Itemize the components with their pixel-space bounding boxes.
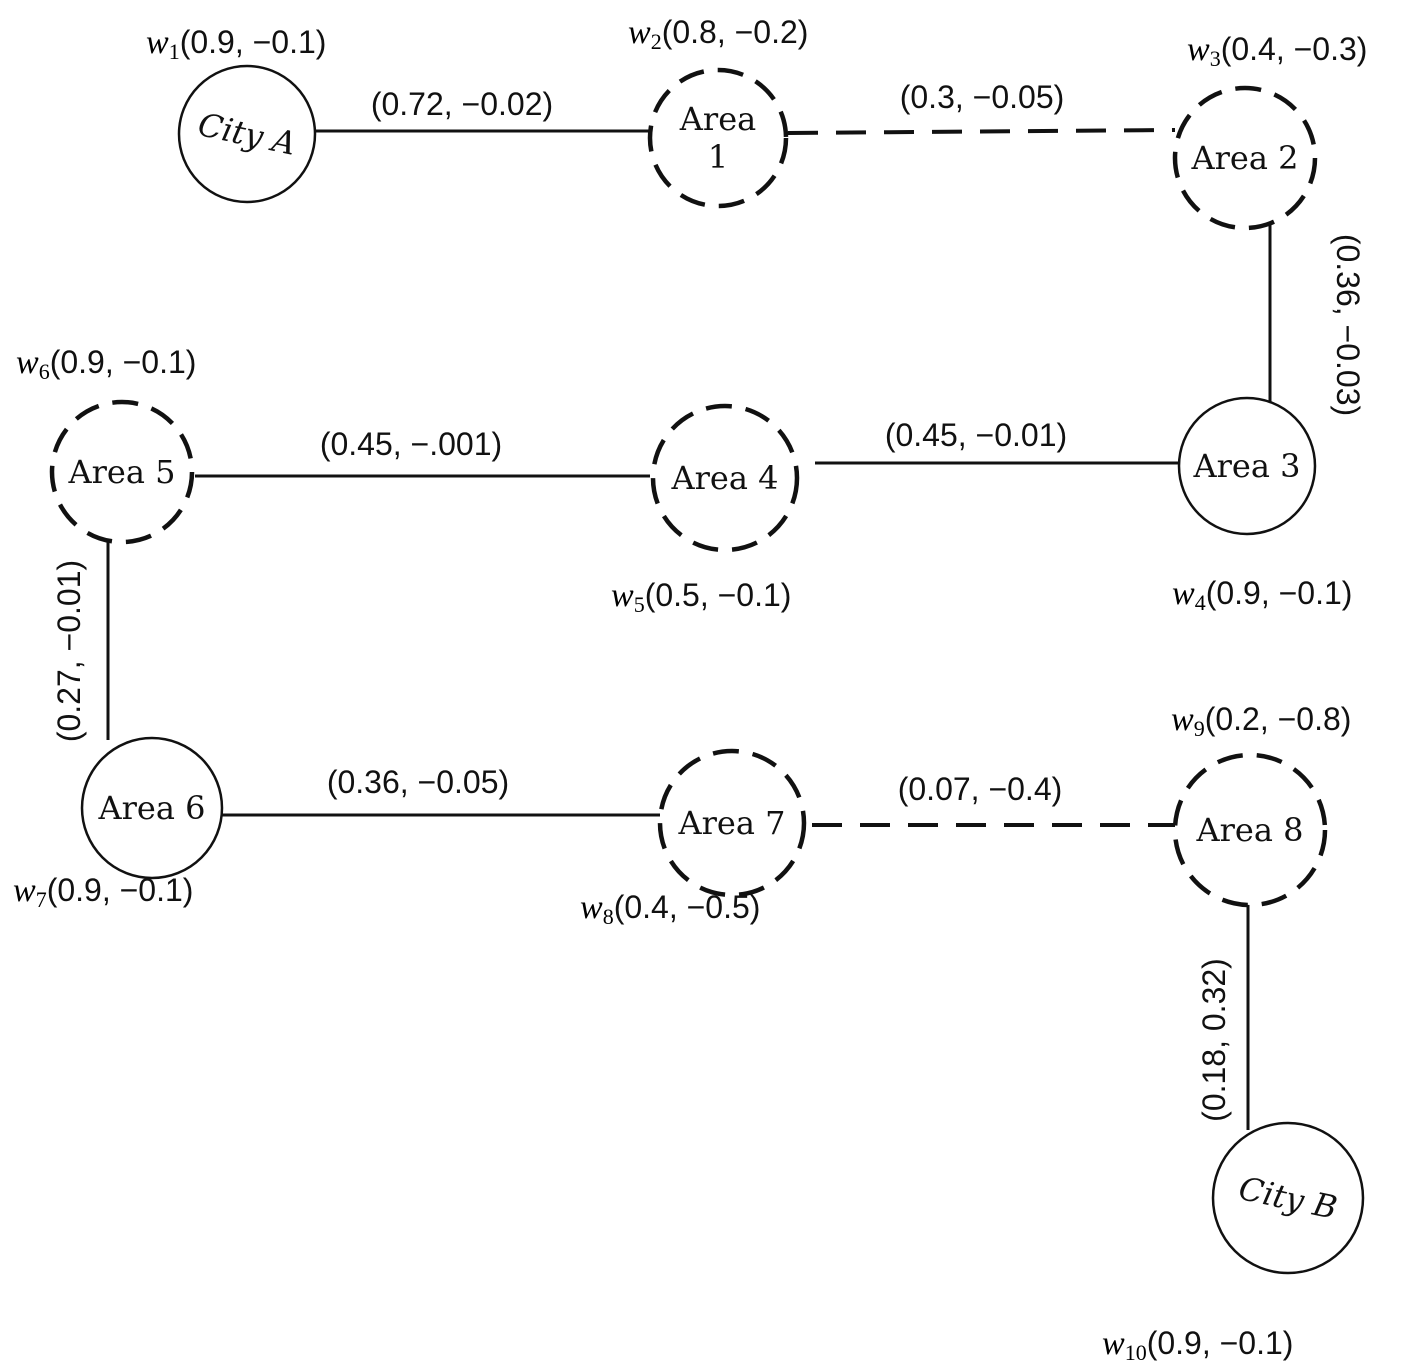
edge-labels-layer: (0.72, −0.02) (0.3, −0.05) (0.36, −0.03) (0… <box>51 79 1366 1122</box>
node-label: Area 6 <box>98 789 206 827</box>
weight-symbol: w <box>1172 575 1195 612</box>
edge-label: (0.72, −0.02) <box>371 86 553 122</box>
weight-value: (0.8, −0.2) <box>662 14 809 50</box>
node-area-7: Area 7 <box>657 748 807 898</box>
weight-index: 7 <box>36 887 47 912</box>
node-weight-label: w10(0.9, −0.1) <box>1102 1325 1293 1365</box>
node-label: Area 8 <box>1196 811 1304 849</box>
node-weight-label: w4(0.9, −0.1) <box>1172 575 1352 615</box>
weight-symbol: w <box>1187 31 1210 68</box>
edge-label: (0.45, −0.01) <box>885 417 1067 453</box>
weight-symbol: w <box>16 344 39 381</box>
node-label: Area 7 <box>678 804 786 842</box>
weight-value: (0.2, −0.8) <box>1205 701 1352 737</box>
weight-symbol: w <box>611 577 634 614</box>
weight-index: 9 <box>1194 716 1205 741</box>
node-label: Area 4 <box>671 459 779 497</box>
node-area-4: Area 4 <box>650 403 800 553</box>
weight-index: 5 <box>634 592 645 617</box>
node-weight-label: w8(0.4, −0.5) <box>580 889 760 929</box>
node-label: Area 3 <box>1193 447 1301 485</box>
node-circle <box>1172 752 1328 908</box>
node-label: Area <box>679 100 756 138</box>
weight-index: 2 <box>651 29 662 54</box>
node-circle <box>1211 1121 1365 1275</box>
node-city-a: City A <box>177 64 317 204</box>
edge-area-1-area-2 <box>787 128 1176 135</box>
node-weight-label: w1(0.9, −0.1) <box>146 24 326 64</box>
weight-value: (0.9, −0.1) <box>47 872 194 908</box>
weight-value: (0.4, −0.3) <box>1221 31 1368 67</box>
weight-symbol: w <box>1171 701 1194 738</box>
node-circle <box>49 399 195 545</box>
weight-index: 1 <box>169 39 180 64</box>
edges-layer <box>106 128 1272 1130</box>
node-city-b: City B <box>1211 1121 1365 1275</box>
edge-label: (0.36, −0.05) <box>327 764 509 800</box>
node-area-5: Area 5 <box>49 399 195 545</box>
weight-value: (0.5, −0.1) <box>645 577 792 613</box>
weight-value: (0.9, −0.1) <box>1147 1325 1294 1361</box>
weight-value: (0.9, −0.1) <box>1206 575 1353 611</box>
weight-symbol: w <box>628 14 651 51</box>
node-weight-label: w6(0.9, −0.1) <box>16 344 196 384</box>
node-circle <box>657 748 807 898</box>
weight-value: (0.4, −0.5) <box>614 889 761 925</box>
weights-layer: w1(0.9, −0.1)w2(0.8, −0.2)w3(0.4, −0.3)w… <box>13 14 1367 1365</box>
node-weight-label: w7(0.9, −0.1) <box>13 872 193 912</box>
node-circle <box>80 736 224 880</box>
edge-label: (0.45, −.001) <box>320 426 502 462</box>
node-label: Area 5 <box>68 453 176 491</box>
edge-label: (0.18, 0.32) <box>1196 958 1232 1122</box>
node-weight-label: w9(0.2, −0.8) <box>1171 701 1351 741</box>
weight-index: 8 <box>603 904 614 929</box>
weight-value: (0.9, −0.1) <box>50 344 197 380</box>
node-weight-label: w5(0.5, −0.1) <box>611 577 791 617</box>
weight-symbol: w <box>580 889 603 926</box>
weight-symbol: w <box>13 872 36 909</box>
node-weight-label: w2(0.8, −0.2) <box>628 14 808 54</box>
weight-value: (0.9, −0.1) <box>180 24 327 60</box>
node-circle <box>650 403 800 553</box>
node-circle <box>177 64 317 204</box>
node-area-2: Area 2 <box>1172 85 1318 231</box>
weight-index: 4 <box>1195 590 1206 615</box>
edge-label: (0.3, −0.05) <box>900 79 1065 115</box>
node-circle <box>647 67 789 209</box>
node-area-8: Area 8 <box>1172 752 1328 908</box>
weight-index: 6 <box>39 359 50 384</box>
weight-symbol: w <box>146 24 169 61</box>
node-area-3: Area 3 <box>1177 396 1317 536</box>
edge-label: (0.36, −0.03) <box>1330 234 1366 416</box>
edge-label: (0.27, −0.01) <box>51 560 87 742</box>
node-label: 1 <box>708 138 728 176</box>
node-area-6: Area 6 <box>80 736 224 880</box>
node-circle <box>1172 85 1318 231</box>
weight-symbol: w <box>1102 1325 1125 1362</box>
edge-label: (0.07, −0.4) <box>898 771 1063 807</box>
weight-index: 3 <box>1210 46 1221 71</box>
node-circle <box>1177 396 1317 536</box>
node-weight-label: w3(0.4, −0.3) <box>1187 31 1367 71</box>
node-label: Area 2 <box>1191 139 1299 177</box>
weight-index: 10 <box>1125 1340 1147 1365</box>
